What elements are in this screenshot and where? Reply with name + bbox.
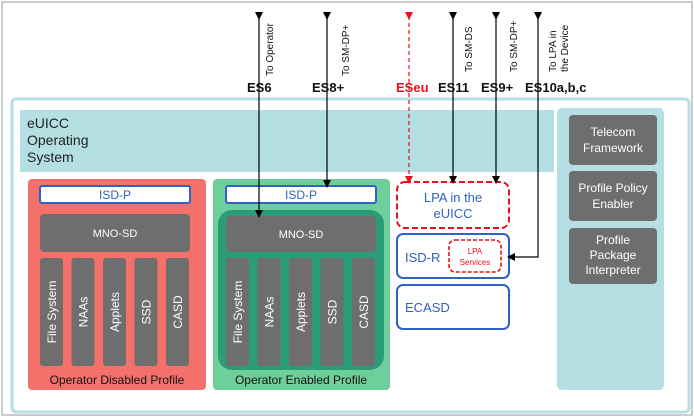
svg-text:LPA: LPA [468, 247, 483, 256]
disabled-app-column-4 [166, 258, 189, 366]
es6-target-label: To Operator [265, 23, 276, 76]
disabled-mno-sd-label: MNO-SD [93, 228, 138, 240]
svg-text:Framework: Framework [583, 141, 644, 155]
svg-text:Telecom: Telecom [591, 125, 636, 139]
enabled-profile-caption: Operator Enabled Profile [235, 373, 367, 387]
disabled-app-label-0: File System [45, 281, 59, 344]
operator-enabled-profile: ISD-P MNO-SD File System NAAs Applets SSD CA… [213, 179, 390, 390]
svg-text:Profile: Profile [596, 233, 630, 247]
enabled-app-column-3 [320, 258, 344, 366]
disabled-profile-caption: Operator Disabled Profile [50, 373, 185, 387]
disabled-app-columns: File System NAAs Applets SSD CASD [40, 258, 189, 366]
enabled-app-column-1 [257, 258, 281, 366]
lpa-in-euicc-box: LPA in the eUICC [396, 181, 510, 229]
disabled-app-label-2: Applets [108, 292, 122, 332]
enabled-app-label-0: File System [231, 281, 245, 344]
es9-label: ES9+ [481, 80, 514, 95]
enabled-app-column-0 [226, 258, 249, 366]
profile-package-interpreter-box: Profile Package Interpreter [569, 228, 657, 284]
enabled-app-column-2 [289, 258, 312, 366]
isd-r-label: ISD-R [405, 250, 440, 265]
enabled-app-label-3: SSD [326, 299, 340, 324]
es8-label: ES8+ [312, 80, 345, 95]
os-label-line1: eUICC [27, 115, 69, 131]
eseu-label: ESeu [396, 80, 429, 95]
disabled-app-column-3 [134, 258, 158, 366]
enabled-isd-p-box [225, 185, 377, 204]
es10-target-label-line2: the Device [560, 24, 571, 72]
disabled-isd-p-label: ISD-P [99, 188, 131, 202]
disabled-app-label-4: CASD [171, 295, 185, 329]
svg-text:LPA in the: LPA in the [424, 190, 482, 205]
disabled-isd-p-box [39, 185, 191, 204]
svg-text:Interpreter: Interpreter [585, 263, 640, 277]
disabled-app-column-0 [40, 258, 63, 366]
svg-text:Services: Services [460, 258, 491, 267]
isd-r-box: ISD-R LPA Services [396, 233, 510, 279]
enabled-app-label-1: NAAs [263, 297, 277, 328]
enabled-isd-p-label: ISD-P [285, 188, 317, 202]
svg-text:ECASD: ECASD [405, 300, 450, 315]
os-label-line3: System [27, 149, 74, 165]
es9-target-label: To SM-DP+ [509, 20, 520, 72]
lpa-services-box [448, 239, 502, 273]
enabled-app-label-4: CASD [357, 295, 371, 329]
es11-target-label: To SM-DS [464, 26, 475, 72]
os-banner [20, 110, 554, 172]
svg-text:Enabler: Enabler [592, 197, 633, 211]
disabled-app-column-2 [103, 258, 126, 366]
enabled-mno-sd-box [226, 216, 376, 252]
es8-target-label: To SM-DP+ [341, 24, 352, 76]
es10-line [507, 12, 542, 261]
enabled-mno-sd-label: MNO-SD [279, 229, 324, 241]
disabled-mno-sd-box [40, 214, 190, 252]
disabled-app-label-3: SSD [140, 299, 154, 324]
enabled-app-label-2: Applets [294, 292, 308, 332]
enabled-app-columns: File System NAAs Applets SSD CASD [226, 258, 375, 366]
telecom-framework-box: Telecom Framework [569, 115, 657, 165]
svg-text:Profile Policy: Profile Policy [578, 181, 647, 195]
es11-label: ES11 [438, 80, 469, 95]
profile-policy-enabler-box: Profile Policy Enabler [569, 171, 657, 221]
disabled-app-label-1: NAAs [77, 297, 91, 328]
os-label-line2: Operating [27, 132, 88, 148]
operator-disabled-profile: ISD-P MNO-SD File System NAAs Applets SSD CA… [28, 179, 206, 390]
enabled-app-column-4 [352, 258, 375, 366]
es10-label: ES10a,b,c [525, 80, 586, 95]
disabled-app-column-1 [71, 258, 95, 366]
es10-target-label-line1: To LPA in [548, 30, 559, 72]
svg-text:Package: Package [590, 248, 637, 262]
svg-text:eUICC: eUICC [433, 206, 472, 221]
ecasd-box: ECASD [396, 284, 510, 330]
es6-label: ES6 [247, 80, 272, 95]
